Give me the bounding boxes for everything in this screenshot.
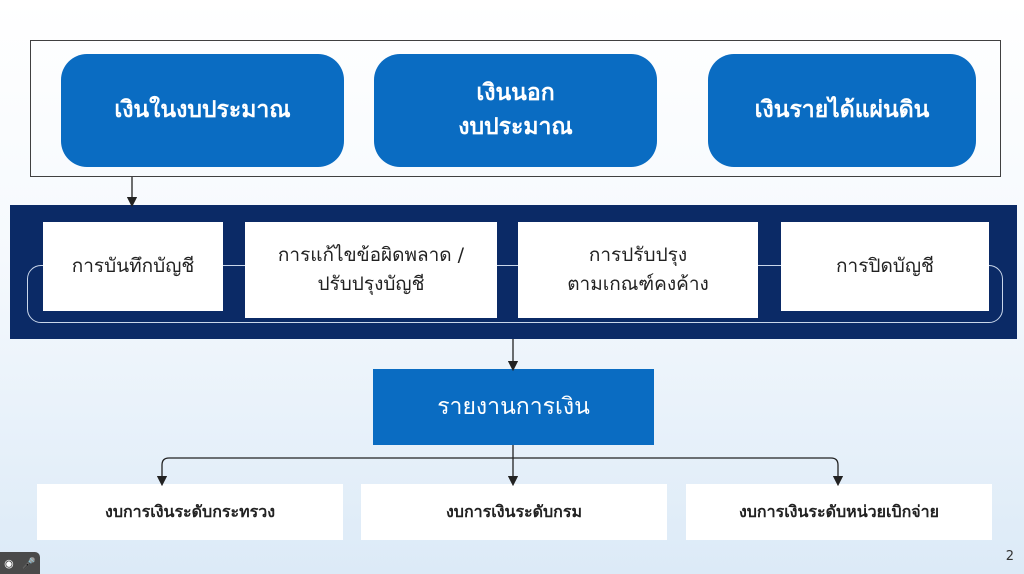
statement-ministry: งบการเงินระดับกระทรวง — [37, 484, 343, 540]
arrow-report-to-ministry — [156, 457, 513, 487]
mic-muted-icon[interactable]: 🎤 — [22, 556, 36, 570]
statement-disbursing-unit: งบการเงินระดับหน่วยเบิกจ่าย — [686, 484, 992, 540]
fund-group-frame — [30, 40, 1001, 177]
step-error-correction: การแก้ไขข้อผิดพลาด / ปรับปรุงบัญชี — [245, 222, 497, 318]
fund-off-budget: เงินนอก งบประมาณ — [374, 54, 657, 167]
meeting-taskbar: ◉ 🎤 — [0, 552, 40, 574]
arrow-report-to-disbursing-unit — [513, 457, 844, 487]
page-number: 2 — [1005, 549, 1014, 564]
fund-in-budget: เงินในงบประมาณ — [61, 54, 344, 167]
financial-report-box: รายงานการเงิน — [373, 369, 654, 445]
step-accrual-adjustment: การปรับปรุง ตามเกณฑ์คงค้าง — [518, 222, 758, 318]
process-cycle-line — [27, 265, 1003, 323]
step-record-accounts: การบันทึกบัญชี — [43, 222, 223, 311]
fund-state-revenue: เงินรายได้แผ่นดิน — [708, 54, 976, 167]
step-close-accounts: การปิดบัญชี — [781, 222, 989, 311]
statement-department: งบการเงินระดับกรม — [361, 484, 667, 540]
camera-icon[interactable]: ◉ — [4, 556, 14, 570]
